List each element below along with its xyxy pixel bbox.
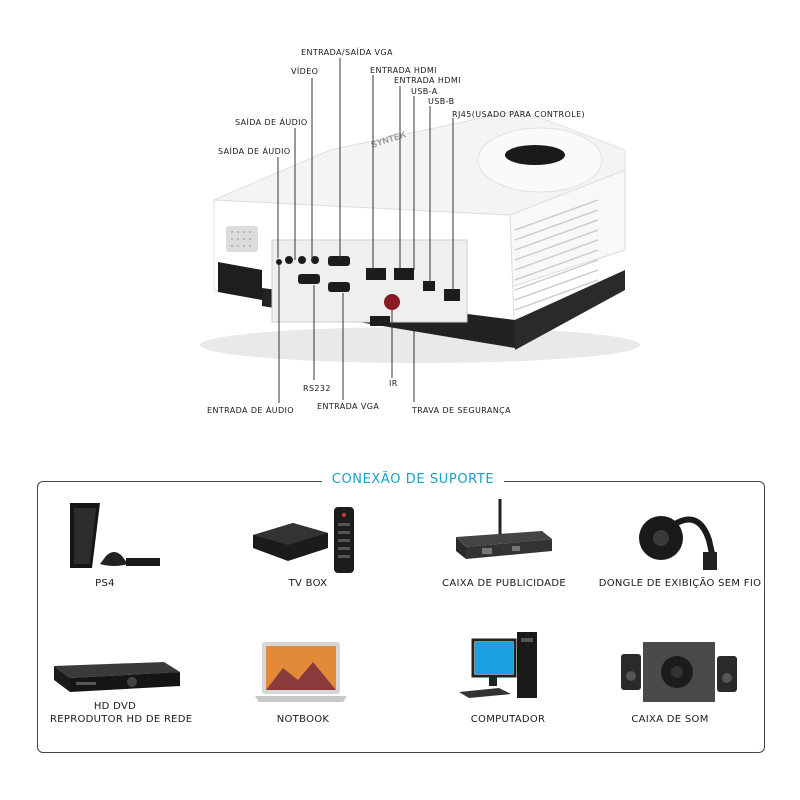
ps4-console-icon (70, 503, 160, 568)
label-audio-out-2: SAÍDA DE ÁUDIO (218, 147, 291, 156)
label-ir: IR (389, 379, 398, 388)
label-usb-b: USB-B (428, 97, 455, 106)
device-label-dvd: HD DVD REPRODUTOR HD DE REDE (50, 700, 193, 726)
label-usb-a: USB-A (411, 87, 438, 96)
label-vga-in: ENTRADA VGA (317, 402, 380, 411)
device-label-ps4: PS4 (95, 578, 115, 589)
label-audio-in: ENTRADA DE ÁUDIO (207, 406, 294, 415)
computer-icon (459, 632, 537, 698)
device-label-dvd-line2: REPRODUTOR HD DE REDE (50, 714, 193, 725)
device-label-notebook: NOTBOOK (276, 714, 330, 725)
projector-diagram: SYNTEK (200, 58, 640, 403)
label-security-lock: TRAVA DE SEGURANÇA (412, 406, 511, 415)
label-rs232: RS232 (303, 384, 331, 393)
wireless-dongle-icon (639, 516, 717, 570)
label-rj45: RJ45(USADO PARA CONTROLE) (452, 110, 586, 119)
notebook-icon (255, 642, 347, 702)
support-title: CONEXÃO DE SUPORTE (322, 472, 504, 487)
device-label-dvd-line1: HD DVD (93, 701, 137, 712)
device-label-wireless-dongle: DONGLE DE EXIBIÇÃO SEM FIO (598, 578, 762, 589)
device-label-speakers: CAIXA DE SOM (631, 714, 709, 725)
label-hdmi-in-1: ENTRADA HDMI (370, 66, 437, 75)
label-audio-out-1: SAÍDA DE ÁUDIO (235, 118, 308, 127)
label-hdmi-in-2: ENTRADA HDMI (394, 76, 461, 85)
tv-box-icon (253, 507, 354, 573)
label-video: VÍDEO (291, 67, 319, 76)
label-vga-io: ENTRADA/SAÍDA VGA (301, 48, 393, 57)
device-label-tv-box: TV BOX (288, 578, 328, 589)
speakers-icon (621, 642, 737, 702)
dvd-player-icon (54, 662, 180, 692)
device-label-advertising-box: CAIXA DE PUBLICIDADE (442, 578, 566, 589)
advertising-box-icon (456, 499, 552, 559)
device-label-computer: COMPUTADOR (470, 714, 546, 725)
